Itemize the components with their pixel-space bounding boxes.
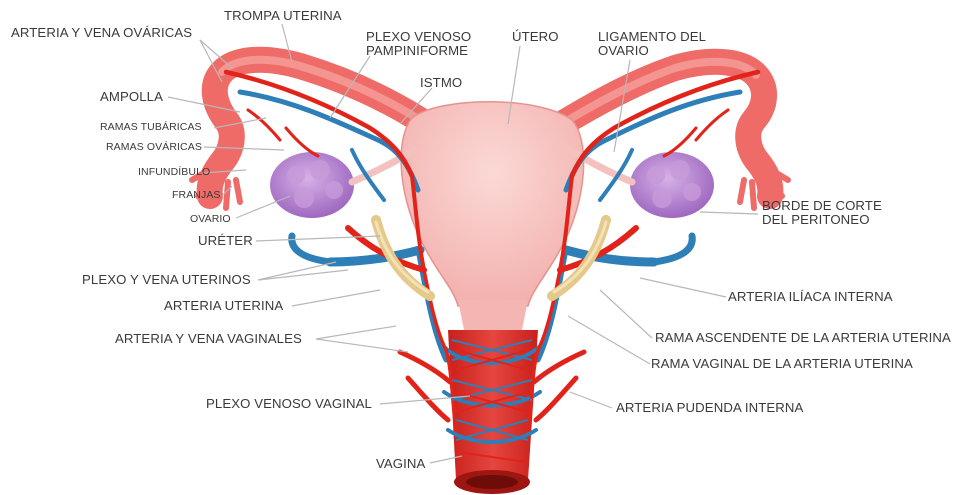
label-vagina: VAGINA	[376, 457, 425, 471]
label-istmo: ISTMO	[420, 76, 462, 90]
label-plexo-vena-uterinos: PLEXO Y VENA UTERINOS	[82, 273, 251, 287]
label-utero: ÚTERO	[512, 30, 559, 44]
label-ramas-tubaricas: RAMAS TUBÁRICAS	[100, 122, 202, 133]
label-rama-ascendente: RAMA ASCENDENTE DE LA ARTERIA UTERINA	[655, 331, 951, 345]
label-ureter: URÉTER	[198, 234, 253, 248]
label-franjas: FRANJAS	[172, 190, 221, 201]
cervix	[458, 300, 528, 330]
label-plexo-venoso-pampiniforme-line1: PLEXO VENOSO	[366, 30, 471, 44]
label-plexo-venoso-pampiniforme-line2: PAMPINIFORME	[366, 44, 471, 58]
label-ligamento-ovario-line1: LIGAMENTO DEL	[598, 30, 706, 44]
label-plexo-venoso-pampiniforme: PLEXO VENOSO PAMPINIFORME	[366, 30, 471, 58]
label-infundibulo: INFUNDÍBULO	[138, 167, 210, 178]
label-borde-corte-line2: DEL PERITONEO	[762, 213, 882, 227]
label-rama-vaginal: RAMA VAGINAL DE LA ARTERIA UTERINA	[651, 357, 913, 371]
label-ligamento-ovario-line2: OVARIO	[598, 44, 706, 58]
uterus	[401, 102, 584, 306]
label-arteria-pudenda-interna: ARTERIA PUDENDA INTERNA	[616, 401, 803, 415]
label-arteria-uterina: ARTERIA UTERINA	[164, 299, 283, 313]
label-ovario: OVARIO	[190, 214, 231, 225]
label-ampolla: AMPOLLA	[100, 90, 163, 104]
label-arteria-vena-ovaricas: ARTERIA Y VENA OVÁRICAS	[11, 26, 192, 40]
ovary-left	[270, 152, 354, 218]
label-plexo-venoso-vaginal: PLEXO VENOSO VAGINAL	[206, 397, 372, 411]
label-trompa-uterina: TROMPA UTERINA	[224, 9, 342, 23]
label-ligamento-ovario: LIGAMENTO DEL OVARIO	[598, 30, 706, 58]
label-borde-corte-line1: BORDE DE CORTE	[762, 199, 882, 213]
label-arteria-vena-vaginales: ARTERIA Y VENA VAGINALES	[115, 332, 302, 346]
label-ramas-ovaricas: RAMAS OVÁRICAS	[106, 142, 202, 153]
ovary-right	[630, 152, 714, 218]
label-arteria-iliaca-interna: ARTERIA ILÍACA INTERNA	[728, 290, 893, 304]
label-borde-corte-peritoneo: BORDE DE CORTE DEL PERITONEO	[762, 199, 882, 227]
